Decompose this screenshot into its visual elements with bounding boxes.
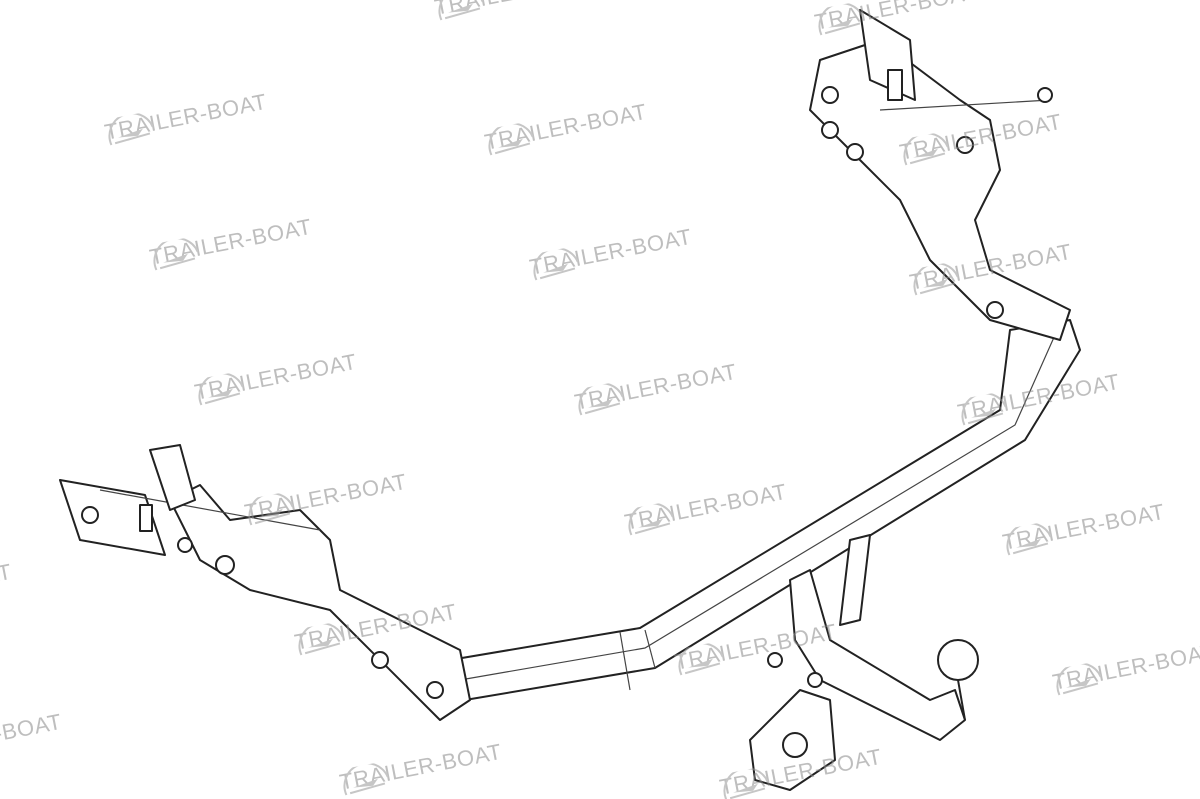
boat-trailer-logo-icon xyxy=(198,372,244,406)
tow-ball xyxy=(937,639,979,681)
boat-trailer-logo-icon xyxy=(678,642,724,676)
watermark: TRAILER-BOAT xyxy=(528,224,694,281)
right-mounting-bracket xyxy=(809,39,1071,341)
watermark: TRAILER-BOAT xyxy=(293,599,459,656)
crossbeam xyxy=(449,319,1081,701)
watermark: TRAILER-BOAT xyxy=(573,359,739,416)
bolts xyxy=(81,69,1004,699)
boat-trailer-logo-icon xyxy=(913,262,959,296)
boat-trailer-logo-icon xyxy=(488,122,534,156)
boat-trailer-logo-icon xyxy=(961,392,1007,426)
boat-trailer-logo-icon xyxy=(248,492,294,526)
boat-trailer-logo-icon xyxy=(578,382,624,416)
watermark: TRAILER-BOAT xyxy=(813,0,979,36)
watermark: TRAILER-BOAT xyxy=(1001,499,1167,556)
boat-trailer-logo-icon xyxy=(903,132,949,166)
boat-trailer-logo-icon xyxy=(298,622,344,656)
watermark: TRAILER-BOAT xyxy=(193,349,359,406)
left-plate xyxy=(59,479,166,556)
boat-trailer-logo-icon xyxy=(818,2,864,36)
watermark: TRAILER-BOAT xyxy=(148,214,314,271)
left-mounting-bracket xyxy=(169,484,471,721)
boat-trailer-logo-icon xyxy=(628,502,674,536)
watermark: TRAILER-BOAT xyxy=(898,109,1064,166)
boat-trailer-logo-icon xyxy=(1056,662,1102,696)
watermark: TRAILER-BOAT xyxy=(908,239,1074,296)
boat-trailer-logo-icon xyxy=(343,762,389,796)
watermark: TRAILER-BOAT xyxy=(338,739,504,796)
watermark: TRAILER-BOAT xyxy=(956,369,1122,426)
watermark: TRAILER-BOAT xyxy=(243,469,409,526)
watermark: TRAILER-BOAT xyxy=(673,619,839,676)
boat-trailer-logo-icon xyxy=(723,767,769,799)
watermark: TRAILER-BOAT xyxy=(103,89,269,146)
boat-trailer-logo-icon xyxy=(533,247,579,281)
boat-trailer-logo-icon xyxy=(108,112,154,146)
watermark: TRAILER-BOAT xyxy=(483,99,649,156)
watermark: TRAILER-BOAT xyxy=(1051,639,1200,696)
boat-trailer-logo-icon xyxy=(1006,522,1052,556)
watermark: TRAILER-BOAT xyxy=(623,479,789,536)
watermark: TRAILER-BOAT xyxy=(718,744,884,799)
boat-trailer-logo-icon xyxy=(153,237,199,271)
boat-trailer-logo-icon xyxy=(438,0,484,21)
watermark: TRAILER-BOAT xyxy=(433,0,599,21)
